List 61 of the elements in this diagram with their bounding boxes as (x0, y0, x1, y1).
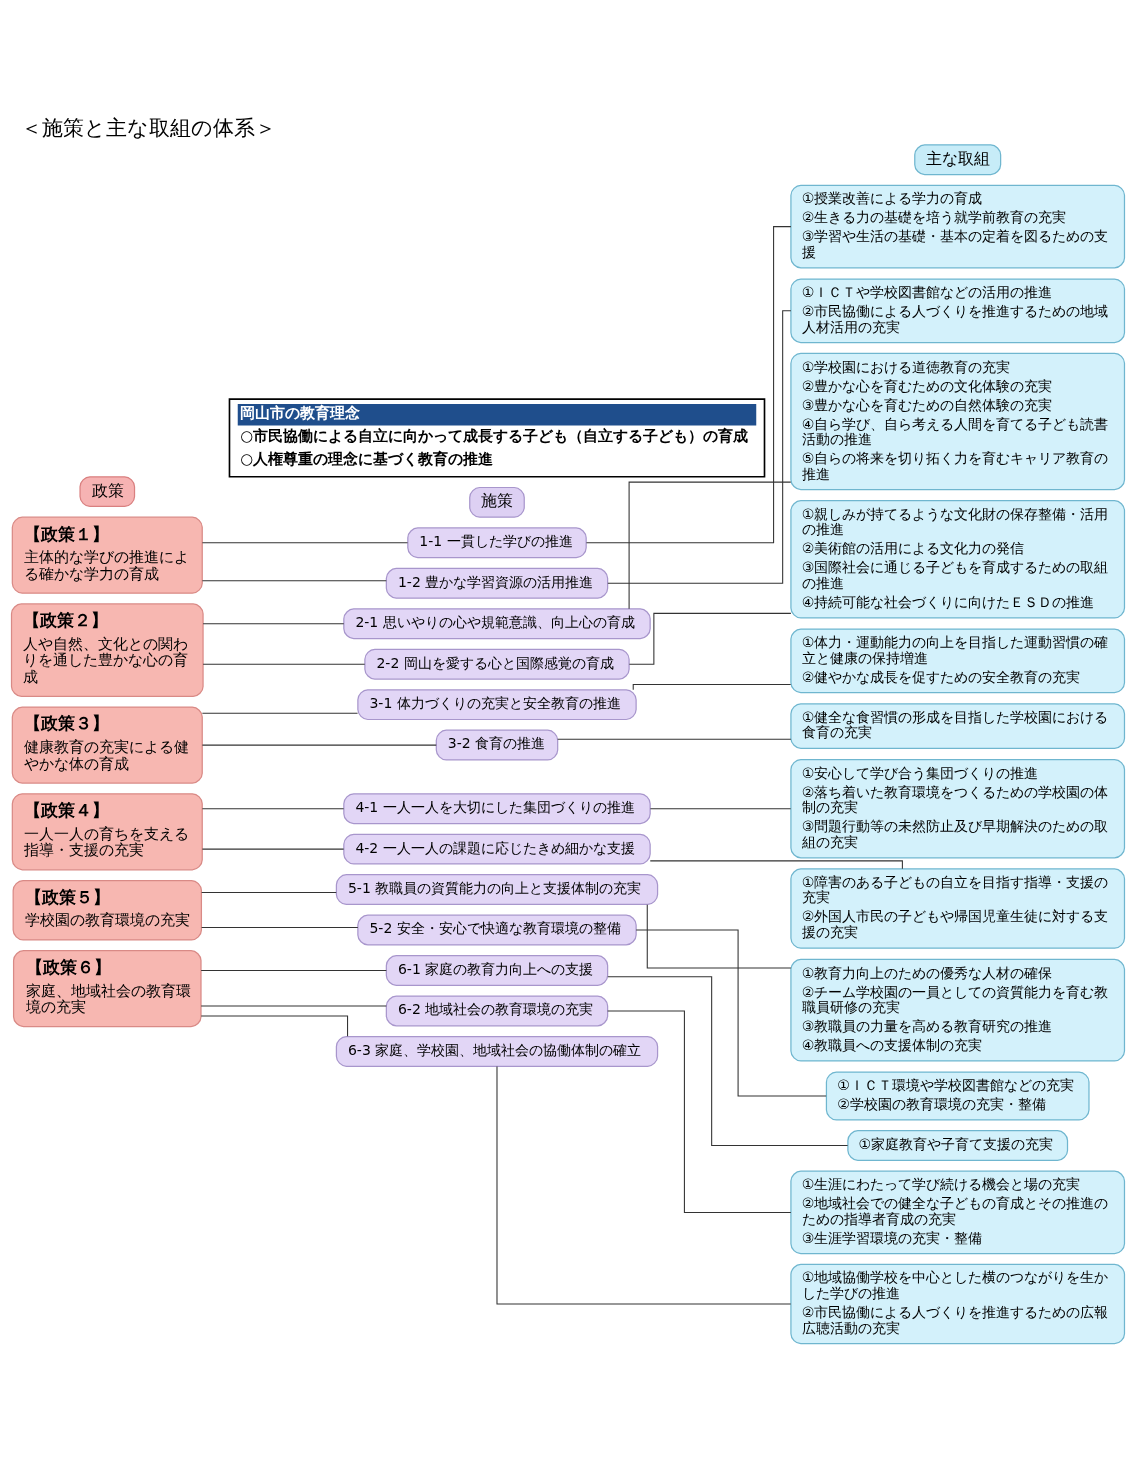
connector (635, 929, 827, 1097)
connector (201, 744, 437, 746)
connector (201, 580, 387, 582)
node-box: 1-1 一貫した学びの推進 (407, 527, 587, 559)
node-box: 施策 (469, 486, 525, 518)
node-box: ①ＩＣＴ環境や学校図書館などの充実 ②学校園の教育環境の充実・整備 (825, 1071, 1090, 1121)
node-box: 2-2 岡山を愛する心と国際感覚の育成 (364, 648, 630, 680)
node-box: 3-1 体力づくりの充実と安全教育の推進 (357, 689, 637, 721)
node-box: 6-3 家庭、学校園、地域社会の協働体制の確立 (335, 1035, 659, 1067)
connector (649, 860, 903, 870)
node-box: ①生涯にわたって学び続ける機会と場の充実 ②地域社会での健全な子どもの育成とその推進のための指導者育成の充実 ③生涯学習環境の充実・整備 (790, 1170, 1126, 1255)
connector (200, 1015, 349, 1037)
node-box: 5-2 安全・安心で快適な教育環境の整備 (357, 914, 637, 946)
connector (201, 712, 359, 714)
node-box: ①教育力向上のための優秀な人材の確保 ②チーム学校園の一員としての資質能力を育む教職員研修の充実 ③教職員の力量を高める教育研究の推進 ④教職員への支援体制の充実 (790, 958, 1126, 1062)
connector (649, 808, 792, 810)
node-box: ①地域協働学校を中心とした横のつながりを生かした学びの推進 ②市民協働による人づくりを推進するための広報広聴活動の充実 (790, 1263, 1126, 1345)
node-box: ①家庭教育や子育て支援の充実 (847, 1130, 1069, 1161)
connector (201, 542, 409, 544)
connector (632, 683, 792, 691)
connector (607, 1010, 792, 1213)
node-box: 政策 (79, 476, 136, 508)
connector (201, 891, 337, 893)
node-box: 岡山市の教育理念 ○市民協働による自立に向かって成長する子ども（自立する子ども）の育成 ○人権尊重の理念に基づく教育の推進 (228, 398, 766, 478)
connector (201, 927, 359, 929)
node-box: 【政策６】 家庭、地域社会の教育環境の充実 (12, 950, 202, 1028)
node-box: 4-2 一人一人の課題に応じたきめ細かな支援 (343, 833, 651, 865)
node-box: 1-2 豊かな学習資源の活用推進 (385, 567, 609, 599)
connector (200, 969, 387, 972)
node-box: 【政策１】 主体的な学びの推進による確かな学力の育成 (11, 516, 203, 594)
node-box: 【政策５】 学校園の教育環境の充実 (12, 879, 203, 941)
connector (607, 976, 849, 1147)
node-box: ①安心して学び合う集団づくりの推進 ②落ち着いた教育環境をつくるための学校園の体制の充実 ③問題行動等の未然防止及び早期解決のための取組の充実 (790, 758, 1126, 859)
connector (496, 1065, 792, 1305)
connector (202, 623, 345, 625)
node-box: 3-2 食育の推進 (435, 729, 559, 761)
node-box: 5-1 教職員の資質能力の向上と支援体制の充実 (335, 874, 659, 906)
node-box: 【政策４】 一人一人の育ちを支える指導・支援の充実 (11, 793, 203, 871)
connector (628, 481, 792, 610)
node-box: 【政策３】 健康教育の充実による健やかな体の育成 (11, 706, 203, 784)
node-box: 2-1 思いやりの心や規範意識、向上心の育成 (343, 608, 651, 640)
node-box: 6-2 地域社会の教育環境の充実 (385, 995, 609, 1027)
connector (628, 612, 792, 665)
node-box: 主な取組 (914, 144, 1002, 176)
node-box: ①障害のある子どもの自立を目指す指導・支援の充実 ②外国人市民の子どもや帰国児童生徒に対する支援の充実 (790, 868, 1126, 949)
node-box: 6-1 家庭の教育力向上への支援 (385, 955, 609, 986)
node-box: 4-1 一人一人を大切にした集団づくりの推進 (343, 793, 651, 825)
diagram-title: ＜施策と主な取組の体系＞ (21, 114, 277, 140)
node-box: ①体力・運動能力の向上を目指した運動習慣の確立と健康の保持増進 ②健やかな成長を促すための安全教育の充実 (790, 628, 1126, 694)
connector (201, 848, 345, 850)
node-box: ①授業改善による学力の育成 ②生きる力の基礎を培う就学前教育の充実 ③学習や生活の基礎・基本の定着を図るための支援 (790, 184, 1126, 269)
node-box: ①健全な食習慣の形成を目指した学校園における食育の充実 (790, 703, 1126, 749)
connector (607, 310, 792, 584)
node-box: ①学校園における道徳教育の充実 ②豊かな心を育むための文化体験の充実 ③豊かな心を育むための自然体験の充実 ④自ら学び、自ら考える人間を育てる子ども読書活動の推進 ⑤自らの将来を切り拓く力を育むキャリア教育の推進 (790, 352, 1126, 491)
node-box: ①ＩＣＴや学校図書館などの活用の推進 ②市民協働による人づくりを推進するための地域人材活用の充実 (790, 278, 1126, 344)
connector (201, 808, 345, 810)
node-box: 【政策２】 人や自然、文化との関わりを通した豊かな心の育成 (10, 603, 204, 697)
connector (202, 663, 366, 665)
connector (557, 738, 792, 740)
node-box: ①親しみが持てるような文化財の保存整備・活用の推進 ②美術館の活用による文化力の発信 ③国際社会に通じる子どもを育成するための取組の推進 ④持続可能な社会づくりに向けたＥＳＤの推進 (790, 500, 1126, 619)
connector (646, 904, 792, 969)
